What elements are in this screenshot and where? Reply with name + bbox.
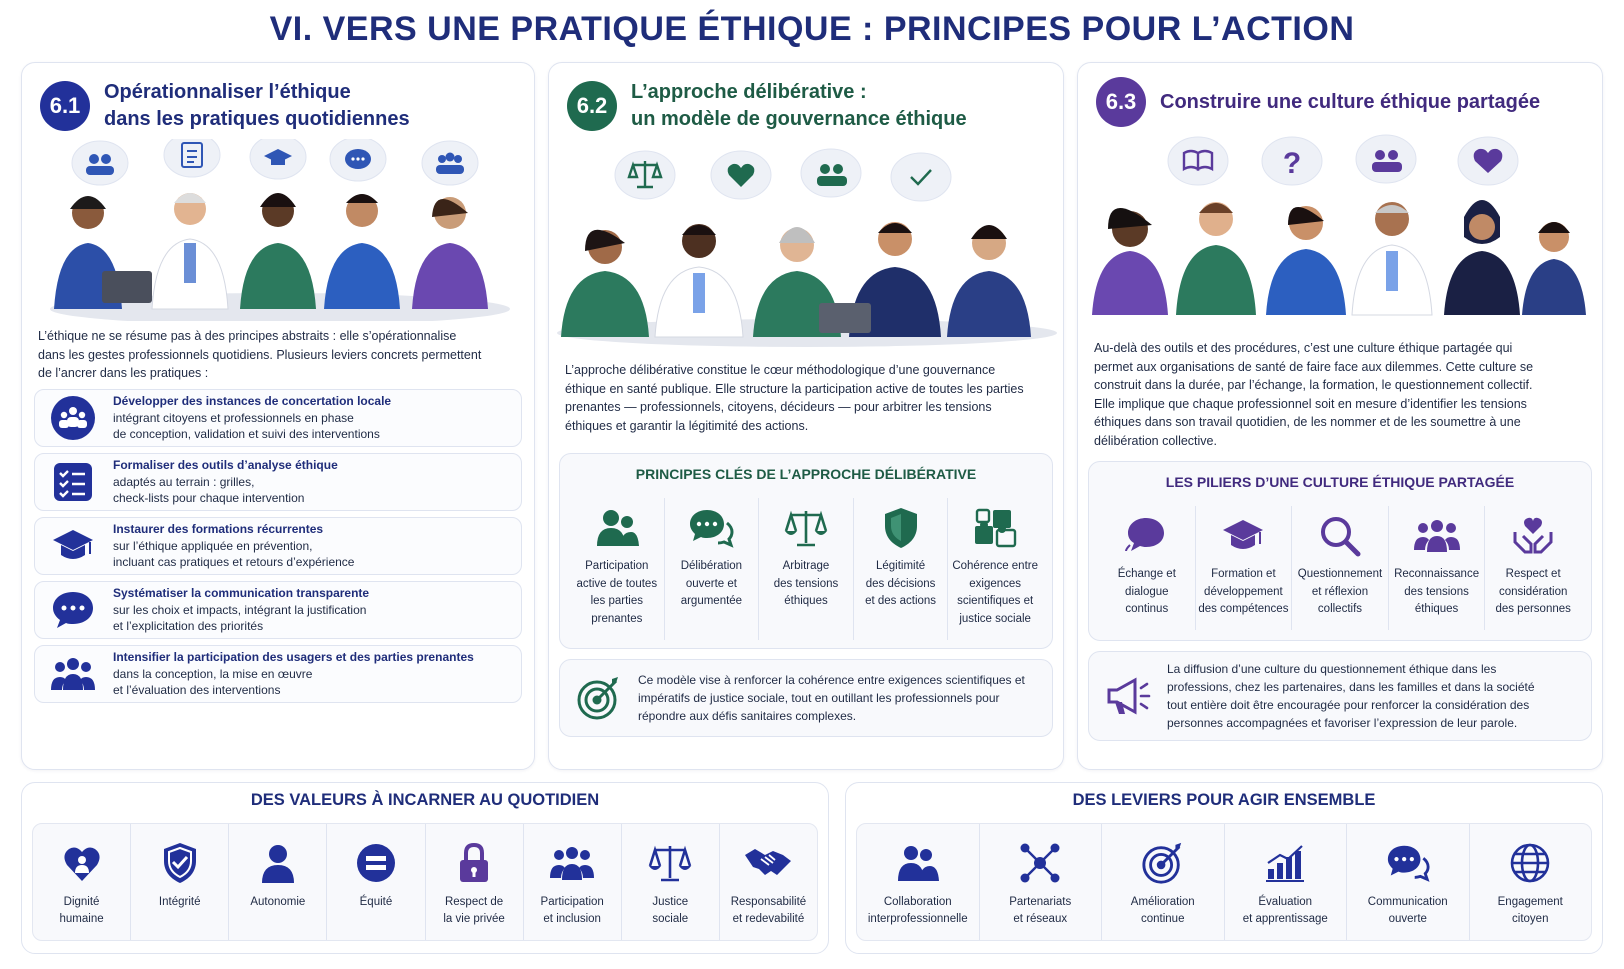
- scale-icon: [783, 498, 829, 558]
- section-number-badge: 6.2: [567, 81, 617, 131]
- magnifier-icon: [1318, 506, 1362, 566]
- diverse-people-icon: ?: [1092, 134, 1586, 316]
- dialogue-icon: [687, 498, 735, 558]
- hands-heart-icon: [1511, 506, 1555, 566]
- globe-icon: [1509, 838, 1551, 888]
- section-6-2-intro: L’approche délibérative constitue le cœu…: [565, 363, 1024, 433]
- section-number-badge: 6.3: [1096, 77, 1146, 127]
- principles-panel: PRINCIPES CLÉS DE L’APPROCHE DÉLIBÉRATIV…: [559, 453, 1053, 649]
- shield-check-icon: [161, 838, 199, 888]
- target-icon: [1141, 838, 1185, 888]
- section-6-3-header: 6.3 Construire une culture éthique parta…: [1096, 77, 1540, 127]
- lock-icon: [457, 838, 491, 888]
- pillars-panel: LES PILIERS D’UNE CULTURE ÉTHIQUE PARTAG…: [1088, 461, 1592, 641]
- shield-icon: [881, 498, 921, 558]
- heart-person-icon: [62, 838, 102, 888]
- value-item: Autonomie: [229, 824, 328, 940]
- section-title: Opérationnaliser l’éthique dans les prat…: [104, 81, 410, 130]
- section-6-2-header: 6.2 L’approche délibérative : un modèle …: [567, 79, 967, 133]
- culture-illustration: ?: [1088, 133, 1594, 319]
- section-6-2: 6.2 L’approche délibérative : un modèle …: [548, 62, 1064, 770]
- section-6-1-intro: L’éthique ne se résume pas à des princip…: [38, 329, 482, 380]
- lever-item-participation: Intensifier la participation des usagers…: [34, 645, 522, 703]
- lever-item-concertation: Développer des instances de concertation…: [34, 389, 522, 447]
- meeting-people-icon: [50, 139, 510, 321]
- equals-icon: [356, 838, 396, 888]
- scale-icon: [647, 838, 693, 888]
- levers-title: DES LEVIERS POUR AGIR ENSEMBLE: [1072, 791, 1376, 809]
- person-icon: [260, 838, 296, 888]
- group-icon: [549, 838, 595, 888]
- deliberation-people-icon: [557, 148, 1057, 347]
- team-illustration: [40, 139, 518, 321]
- team-icon: [896, 838, 940, 888]
- section-title: Construire une culture éthique partagée: [1160, 90, 1541, 113]
- section-number-badge: 6.1: [40, 81, 90, 131]
- page-title: VI. VERS UNE PRATIQUE ÉTHIQUE : PRINCIPE…: [269, 10, 1355, 48]
- network-icon: [1019, 838, 1061, 888]
- section-6-1-header: 6.1 Opérationnaliser l’éthique dans les …: [40, 79, 410, 133]
- puzzle-icon: [971, 498, 1019, 558]
- target-icon: [574, 675, 624, 721]
- section-6-1: 6.1 Opérationnaliser l’éthique dans les …: [21, 62, 535, 770]
- bar-chart-icon: [1264, 838, 1306, 888]
- chat-icon: [1385, 838, 1431, 888]
- value-item: Équité: [327, 824, 426, 940]
- checklist-icon: [47, 456, 99, 508]
- deliberation-illustration: [549, 147, 1063, 347]
- svg-text:?: ?: [1283, 147, 1301, 180]
- section-title: L’approche délibérative : un modèle de g…: [631, 81, 967, 130]
- lever-item-communication: Systématiser la communication transparen…: [34, 581, 522, 639]
- section-6-3: 6.3 Construire une culture éthique parta…: [1077, 62, 1603, 770]
- people-icon: [595, 498, 639, 558]
- megaphone-icon: [1103, 674, 1153, 718]
- levers-section: DES LEVIERS POUR AGIR ENSEMBLE Collabora…: [845, 782, 1603, 954]
- group-icon: [1413, 506, 1461, 566]
- handshake-icon: [743, 838, 793, 888]
- section-6-3-intro: Au-delà des outils et des procédures, c’…: [1094, 341, 1534, 448]
- chat-icon: [47, 584, 99, 636]
- graduation-cap-icon: [47, 520, 99, 572]
- graduation-cap-icon: [1220, 506, 1266, 566]
- value-item: Intégrité: [131, 824, 230, 940]
- values-title: DES VALEURS À INCARNER AU QUOTIDIEN: [250, 791, 600, 809]
- community-icon: [47, 392, 99, 444]
- culture-note: La diffusion d’une culture du questionne…: [1088, 651, 1592, 741]
- model-note: Ce modèle vise à renforcer la cohérence …: [559, 659, 1053, 737]
- group-icon: [47, 648, 99, 700]
- principles-title: PRINCIPES CLÉS DE L’APPROCHE DÉLIBÉRATIV…: [635, 466, 977, 482]
- chat-bubbles-icon: [1124, 506, 1170, 566]
- pillars-title: LES PILIERS D’UNE CULTURE ÉTHIQUE PARTAG…: [1165, 474, 1515, 490]
- values-section: DES VALEURS À INCARNER AU QUOTIDIEN Dign…: [21, 782, 829, 954]
